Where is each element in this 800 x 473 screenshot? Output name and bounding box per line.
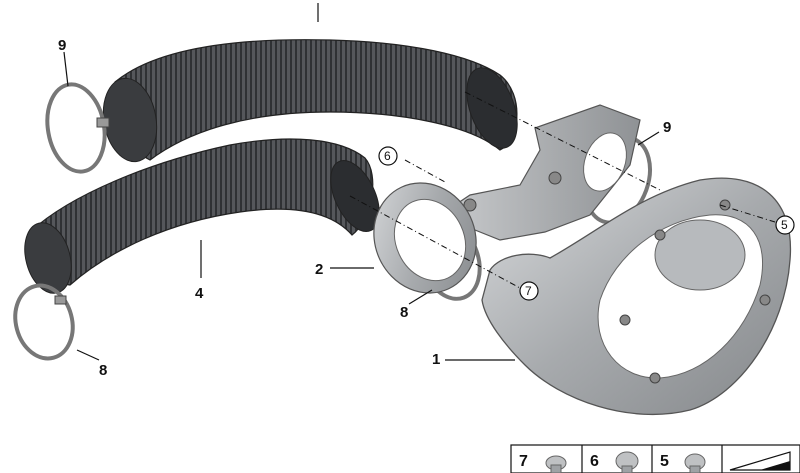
screw-icon-5 bbox=[684, 453, 706, 473]
mounting-bracket bbox=[438, 104, 641, 241]
kit-cell-5: 5 bbox=[660, 453, 669, 470]
hose-clamp-upper-left bbox=[45, 82, 110, 174]
assembly-centerlines bbox=[349, 91, 776, 289]
callout-4: 4 bbox=[195, 285, 204, 302]
callout-7-circle bbox=[519, 281, 539, 301]
upper-air-hose bbox=[102, 39, 518, 163]
air-duct-housing bbox=[481, 177, 792, 416]
callout-5: 5 bbox=[781, 218, 788, 232]
callout-2: 2 bbox=[315, 261, 323, 278]
wedge-symbol-icon bbox=[729, 451, 791, 471]
fastener-kit-table: 7 6 5 bbox=[510, 444, 800, 473]
callout-9-right: 9 bbox=[663, 119, 671, 136]
callout-9-upper: 9 bbox=[58, 37, 66, 54]
callout-6-circle bbox=[378, 146, 398, 166]
leader-lines bbox=[63, 3, 660, 361]
screw-icon-6 bbox=[615, 451, 639, 473]
callout-1: 1 bbox=[432, 351, 440, 368]
kit-cell-6: 6 bbox=[590, 453, 599, 470]
callout-8-lower: 8 bbox=[99, 362, 107, 379]
adapter-ring bbox=[373, 182, 477, 294]
screw-icon-7 bbox=[545, 455, 567, 473]
lower-air-hose bbox=[24, 138, 380, 294]
callout-6: 6 bbox=[384, 149, 391, 163]
kit-cell-7: 7 bbox=[519, 453, 528, 470]
callout-labels: 9 9 2 4 8 8 1 3 6 5 7 bbox=[58, 37, 795, 379]
hose-clamp-lower-left bbox=[13, 283, 75, 361]
callout-8-center: 8 bbox=[400, 304, 408, 321]
callout-7: 7 bbox=[525, 284, 532, 298]
callout-5-circle bbox=[775, 215, 795, 235]
